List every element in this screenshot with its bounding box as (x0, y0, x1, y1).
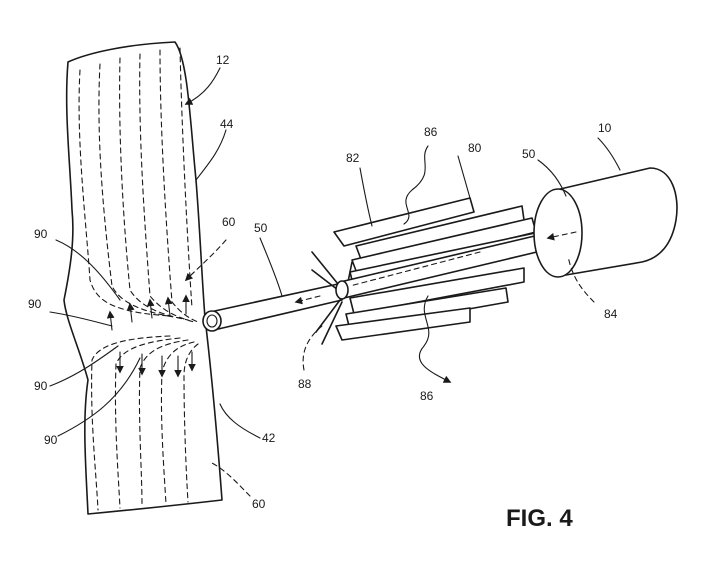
ref-86-bottom: 86 (420, 389, 434, 403)
ref-12: 12 (216, 53, 230, 67)
ref-10: 10 (598, 121, 612, 135)
tissue-sheet (63, 41, 223, 515)
leader-lines (49, 67, 621, 497)
figure-caption: FIG. 4 (506, 505, 573, 532)
ref-82: 82 (346, 151, 360, 165)
ref-50-right: 50 (522, 147, 536, 161)
ref-42: 42 (262, 431, 276, 445)
ref-90-b: 90 (28, 297, 42, 311)
impeller (311, 197, 563, 345)
ref-44: 44 (220, 117, 234, 131)
ref-90-d: 90 (44, 433, 58, 447)
ref-60-top: 60 (222, 215, 236, 229)
reference-labels: 12 44 86 80 82 50 10 60 50 90 90 90 90 8… (28, 53, 618, 511)
flow-lines (78, 47, 199, 511)
ref-90-a: 90 (34, 227, 48, 241)
ref-80: 80 (468, 141, 482, 155)
motor (533, 167, 678, 278)
flow-arrows (106, 294, 196, 378)
ref-60-bottom: 60 (252, 497, 266, 511)
shaft (202, 283, 343, 332)
ref-84: 84 (604, 307, 618, 321)
ref-86-top: 86 (424, 125, 438, 139)
ref-90-c: 90 (34, 379, 48, 393)
ref-88: 88 (298, 377, 312, 391)
ref-50-left: 50 (254, 221, 268, 235)
